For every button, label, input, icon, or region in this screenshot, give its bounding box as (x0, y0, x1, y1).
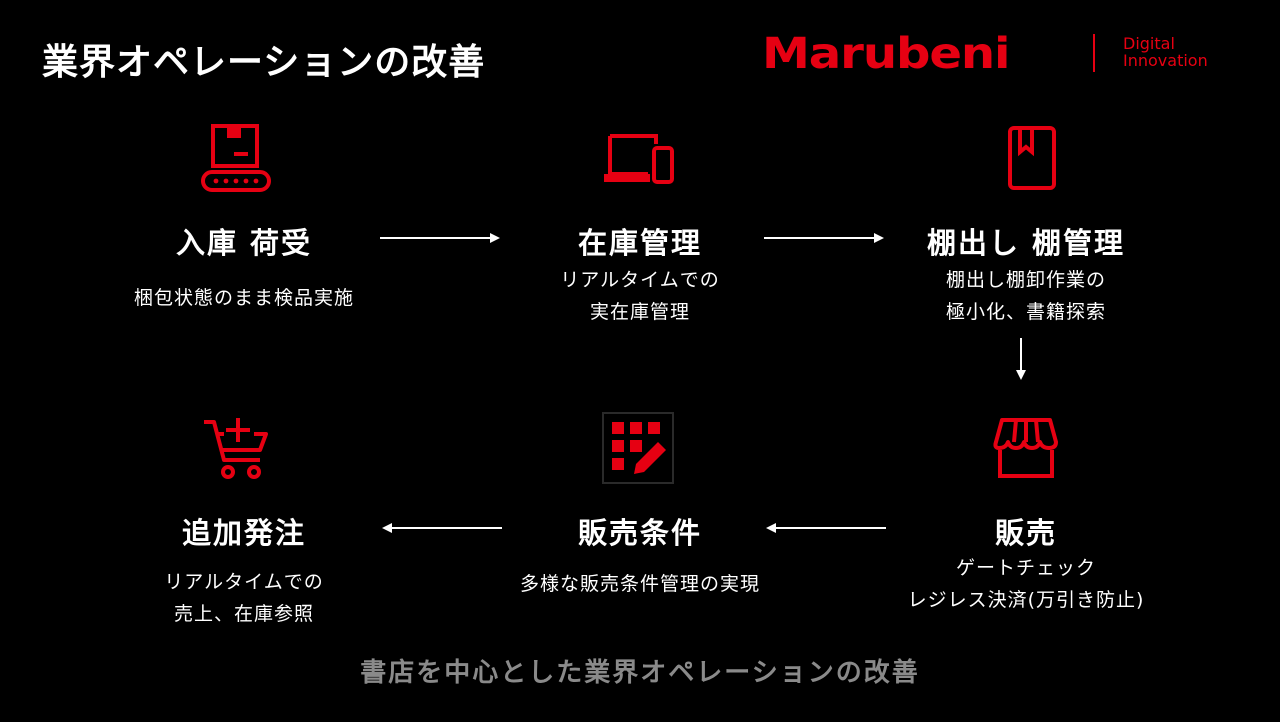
step-title-inventory: 在庫管理 (577, 226, 702, 260)
step-title-sales-conditions: 販売条件 (577, 516, 702, 550)
logo-subtitle: Digital Innovation (1123, 35, 1208, 69)
step-title-reorder: 追加発注 (181, 516, 306, 550)
conveyor-box-icon (200, 122, 272, 194)
step-title-receiving: 入庫 荷受 (175, 226, 313, 260)
step-desc-sales-conditions: 多様な販売条件管理の実現 (480, 568, 800, 600)
step-desc-line: 棚出し棚卸作業の (945, 269, 1106, 291)
step-desc-line: 多様な販売条件管理の実現 (519, 573, 760, 595)
laptop-phone-icon (602, 122, 674, 194)
arrow-right-icon (764, 231, 886, 245)
footer-caption: 書店を中心とした業界オペレーションの改善 (360, 658, 920, 688)
step-title-sales: 販売 (994, 516, 1057, 550)
step-desc-shelving: 棚出し棚卸作業の 極小化、書籍探索 (866, 264, 1186, 328)
step-desc-inventory: リアルタイムでの 実在庫管理 (480, 264, 800, 328)
slide-title: 業界オペレーションの改善 (42, 42, 486, 83)
step-desc-line: リアルタイムでの (164, 571, 324, 593)
logo-divider (1093, 34, 1095, 72)
step-desc-reorder: リアルタイムでの 売上、在庫参照 (84, 566, 404, 630)
cart-add-icon (200, 412, 272, 484)
logo-subtitle-line1: Digital (1123, 34, 1175, 53)
step-desc-line: リアルタイムでの (560, 269, 720, 291)
step-desc-sales: ゲートチェック レジレス決済(万引き防止) (866, 552, 1186, 616)
marubeni-logo: Marubeni Digital Innovation (762, 32, 1242, 76)
step-desc-line: 極小化、書籍探索 (945, 301, 1106, 323)
step-desc-line: 売上、在庫参照 (173, 603, 314, 625)
arrow-right-icon (380, 231, 502, 245)
logo-subtitle-line2: Innovation (1123, 51, 1208, 70)
step-desc-line: ゲートチェック (955, 557, 1096, 579)
step-desc-receiving: 梱包状態のまま検品実施 (84, 282, 404, 314)
arrow-down-icon (1014, 338, 1028, 382)
grid-edit-icon (602, 412, 674, 484)
arrow-left-icon (764, 521, 886, 535)
step-desc-line: 梱包状態のまま検品実施 (133, 287, 354, 309)
storefront-icon (990, 412, 1062, 484)
step-desc-line: 実在庫管理 (589, 301, 690, 323)
bookmark-book-icon (996, 122, 1068, 194)
step-desc-line: レジレス決済(万引き防止) (907, 589, 1145, 611)
step-title-shelving: 棚出し 棚管理 (926, 226, 1126, 260)
arrow-left-icon (380, 521, 502, 535)
logo-wordmark: Marubeni (762, 29, 1011, 79)
